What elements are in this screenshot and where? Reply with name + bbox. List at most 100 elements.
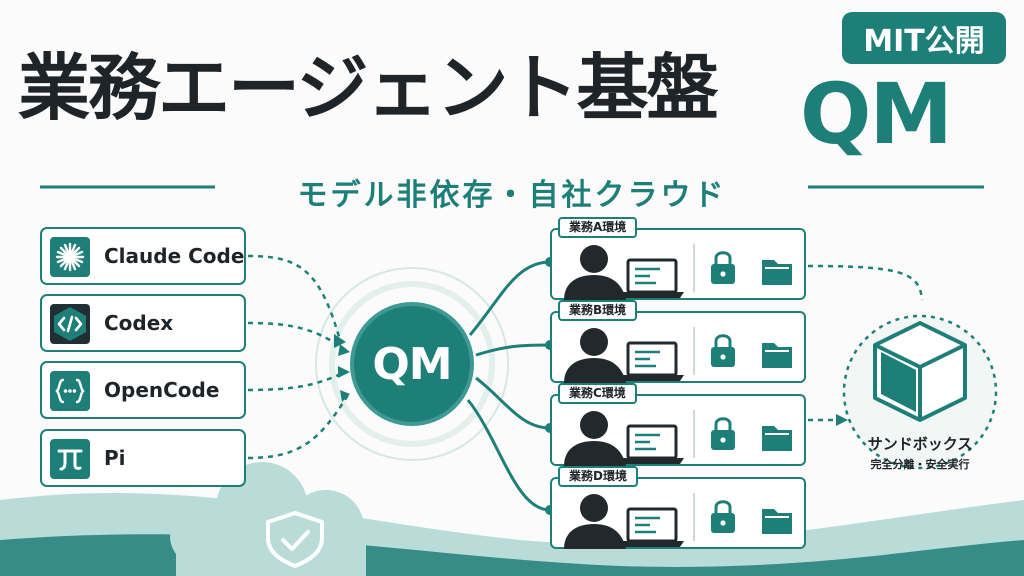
license-badge: MIT公開 [842, 12, 1006, 64]
person-head [580, 245, 608, 273]
tool-card-claude-code: Claude Code [40, 227, 246, 285]
ray [56, 250, 84, 264]
curly-braces-icon [50, 371, 90, 411]
folder-body [762, 426, 792, 451]
tool-label: OpenCode [104, 378, 220, 402]
brace-left [55, 378, 65, 404]
sandbox-title: サンドボックス [867, 435, 973, 453]
keyhole [720, 437, 726, 443]
person-at-laptop-icon [564, 411, 684, 466]
connector-env-c [475, 376, 551, 430]
env-illustration [564, 244, 792, 300]
laptop-base [620, 458, 684, 464]
connector-env-a [468, 260, 551, 336]
env-label: 業務D環境 [558, 466, 638, 487]
tool-card-opencode: OpenCode [40, 361, 246, 419]
person-body [564, 524, 626, 549]
page-title: 業務エージェント基盤 [18, 46, 719, 130]
sandbox-label: サンドボックス 完全分離・安全実行 [852, 433, 988, 472]
sandbox-connectors [807, 264, 924, 422]
connector-pi [247, 394, 350, 460]
folder-icon [762, 426, 792, 451]
person-head [580, 411, 608, 439]
laptop-base [620, 541, 684, 547]
connector-codex [247, 321, 346, 352]
arrowhead [338, 344, 350, 356]
tool-label: Codex [104, 311, 174, 335]
connector-env-a-sandbox [807, 264, 924, 301]
bracket-left [57, 316, 66, 332]
pi-svg [57, 449, 83, 471]
brand-logo-text: QM [800, 65, 953, 163]
folder-body [762, 343, 792, 368]
qm-hub: QM [350, 302, 474, 426]
folder-icon [762, 509, 792, 534]
person-head [580, 494, 608, 522]
connector-arrowheads [334, 334, 350, 402]
connector-env-d [466, 399, 551, 512]
env-connectors [466, 260, 551, 512]
env-card-a: 業務A環境 [550, 217, 806, 300]
connector-opencode [247, 370, 346, 392]
person-at-laptop-icon [564, 494, 684, 549]
person-body [564, 441, 626, 466]
shield-outline [266, 511, 324, 568]
laptop-base [620, 375, 684, 381]
dots [63, 389, 77, 393]
keyhole [720, 520, 726, 526]
curly-braces-svg [55, 378, 85, 404]
cube-face-left [881, 352, 916, 412]
folder-body [762, 509, 792, 534]
code-brackets-svg [54, 307, 86, 341]
env-label: 業務C環境 [558, 383, 637, 404]
laptop-base [620, 292, 684, 298]
tool-label: Claude Code [104, 244, 245, 268]
keyhole [720, 271, 726, 277]
lock-icon [711, 417, 735, 450]
env-card-c: 業務C環境 [550, 383, 806, 466]
lock-icon [711, 500, 735, 533]
hub-halo-inner [329, 281, 495, 447]
pi-leg-right [73, 449, 82, 470]
env-illustration [564, 410, 792, 466]
tool-card-codex: Codex [40, 294, 246, 352]
starburst-svg [55, 242, 85, 272]
lock-shackle [714, 334, 732, 347]
folder-tab-line [765, 267, 789, 269]
braces [55, 378, 85, 404]
starburst-rays [55, 242, 85, 272]
bracket-right [74, 316, 83, 332]
arrowhead [334, 334, 346, 348]
env-label: 業務A環境 [558, 217, 638, 238]
subtitle: モデル非依存・自社クラウド [297, 178, 727, 213]
person-body [564, 275, 626, 300]
starburst-icon [50, 237, 90, 277]
brace-right [75, 378, 85, 404]
env-illustration [564, 493, 792, 549]
lock-icon [711, 251, 735, 284]
hub-halo-outer [315, 267, 509, 461]
code-brackets-icon [50, 304, 90, 344]
dot [68, 389, 72, 393]
env-illustration [564, 327, 792, 383]
env-card-b: 業務B環境 [550, 300, 806, 383]
folder-tab-line [765, 350, 789, 352]
check-mark [281, 530, 310, 551]
cloud-base [176, 530, 366, 576]
person-at-laptop-icon [564, 328, 684, 383]
pi-leg-left [59, 449, 67, 471]
person-body [564, 358, 626, 383]
env-label: 業務B環境 [558, 300, 638, 321]
connector-env-b [475, 343, 551, 357]
slash [66, 315, 74, 333]
cube-icon [873, 321, 967, 422]
person-at-laptop-icon [564, 245, 684, 300]
tool-card-pi: Pi [40, 429, 246, 487]
folder-icon [762, 343, 792, 368]
sandbox-arrowhead [836, 414, 848, 426]
folder-tab-line [765, 433, 789, 435]
folder-icon [762, 260, 792, 285]
pi-icon [50, 439, 90, 479]
env-card-d: 業務D環境 [550, 466, 806, 549]
